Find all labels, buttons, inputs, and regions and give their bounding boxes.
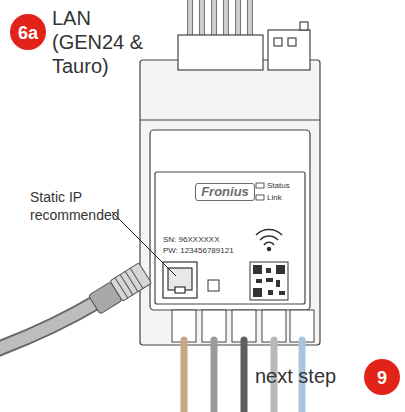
- lan-cable: [0, 263, 151, 350]
- status-leds: [256, 183, 264, 200]
- reset-button: [208, 280, 219, 291]
- password: PW: 123456789121: [163, 246, 258, 256]
- meter-body: [140, 22, 320, 345]
- serial-number: SN: 96XXXXXX: [163, 235, 253, 245]
- circle-fill: [364, 359, 400, 395]
- step-hint: next step: [255, 364, 365, 388]
- led-label: Link: [267, 193, 307, 203]
- step-number: 6a: [10, 14, 46, 50]
- step-number-text: 6a: [10, 22, 46, 44]
- top-wires: [190, 0, 250, 40]
- wifi-symbol: [256, 229, 282, 250]
- qr-code: [250, 262, 288, 300]
- connection-title: LAN (GEN24 & Tauro): [52, 6, 147, 78]
- device-label-panel: FroniusSN: 96XXXXXXPW: 123456789121 Statu…: [155, 172, 305, 304]
- brand-logo: Fronius: [195, 183, 255, 201]
- circle-fill: [10, 14, 46, 50]
- step-number: 9: [364, 359, 400, 395]
- step-number-text: 9: [364, 367, 400, 389]
- note-text: Static IP recommended: [30, 188, 125, 224]
- led-label: Status: [267, 181, 307, 191]
